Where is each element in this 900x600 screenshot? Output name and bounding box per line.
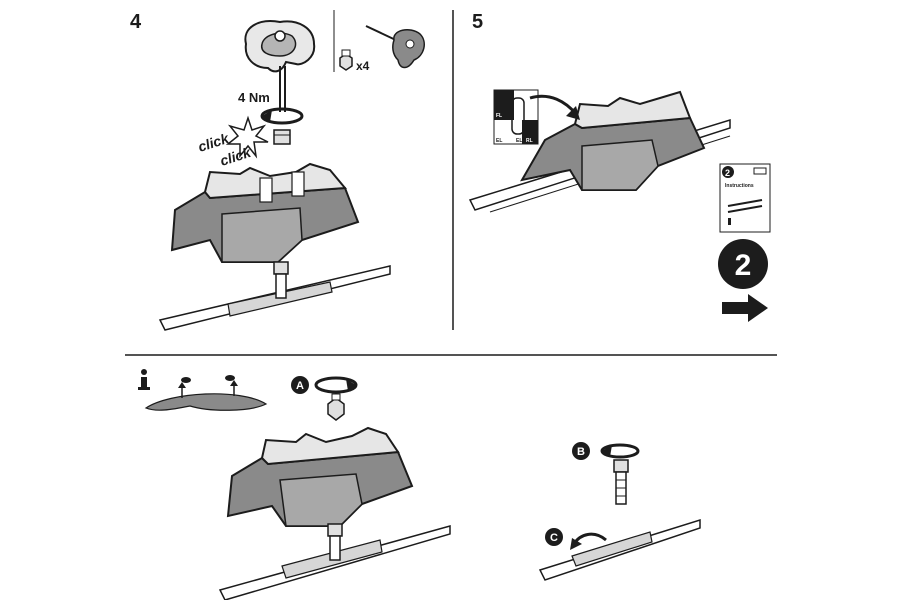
- foot-pack: [170, 162, 360, 263]
- fitting-label-3: EL: [516, 138, 522, 144]
- info-icon: [138, 369, 150, 390]
- step-4-number: 4: [130, 11, 142, 33]
- fitting-label-2: EL: [496, 138, 502, 144]
- nut-removed: [327, 393, 345, 421]
- fitting-label-1: FL: [496, 113, 502, 119]
- foot-pack-step5: [520, 90, 706, 191]
- fitting-label-grid: FL EL EL RL: [493, 89, 539, 145]
- booklet-title: Instructions: [725, 183, 754, 189]
- torque-label: 4 Nm: [238, 90, 270, 105]
- step-5-number: 5: [472, 11, 483, 33]
- step-4-panel: 4 4 Nm click click: [130, 10, 425, 331]
- t-handle-knob: [244, 20, 316, 112]
- callout-a-label: A: [296, 380, 304, 392]
- slide-out-arrow-icon: [570, 532, 607, 550]
- step-5-panel: 5 FL EL EL RL: [468, 11, 771, 322]
- callout-c-badge: C: [545, 528, 563, 546]
- next-step-number: 2: [735, 249, 752, 282]
- callout-c-label: C: [550, 532, 558, 544]
- rotate-clockwise-arrow-icon: [260, 107, 304, 125]
- bolt-removed: [613, 459, 629, 505]
- curved-arrow-icon: [529, 94, 580, 120]
- roof-rail-info-right: [538, 518, 701, 581]
- callout-b-label: B: [577, 446, 585, 458]
- threaded-stud: [273, 261, 289, 299]
- callout-b-badge: B: [572, 442, 590, 460]
- nut-icon: [339, 49, 353, 71]
- threaded-stud-info: [327, 523, 343, 561]
- t-key-icon: [365, 25, 425, 69]
- click-burst-icon: [225, 115, 269, 159]
- booklet-step-number: 2: [725, 168, 730, 178]
- foot-pack-info: [226, 426, 414, 527]
- next-arrow-icon: [722, 294, 768, 322]
- next-step-badge: 2: [718, 239, 768, 289]
- rotate-unscrew-arrow-icon: [600, 443, 640, 459]
- callout-a-badge: A: [291, 376, 309, 394]
- rotate-counterclockwise-arrow-icon: [314, 376, 358, 394]
- info-panel: A B: [138, 369, 701, 600]
- instruction-booklet: 2 Instructions: [719, 163, 771, 233]
- bolt-head: [273, 129, 291, 145]
- roof-rail: [158, 265, 391, 331]
- nut-quantity: x4: [356, 59, 370, 73]
- fitting-label-4: RL: [526, 138, 533, 144]
- roof-profile-icon: [144, 375, 268, 411]
